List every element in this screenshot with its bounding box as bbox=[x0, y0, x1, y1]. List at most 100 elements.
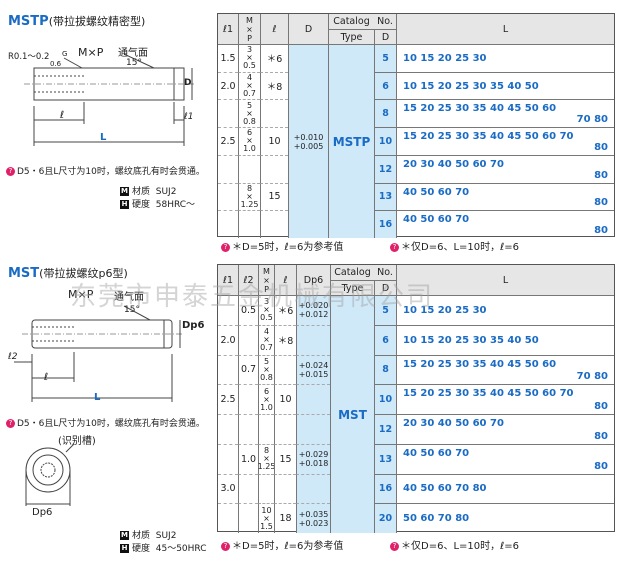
cell-l1 bbox=[218, 443, 238, 474]
cell-l2: 0.7 bbox=[238, 354, 258, 385]
col-header-catalog: Catalog bbox=[328, 14, 374, 29]
l-values: 10 15 20 25 30 bbox=[403, 304, 487, 316]
mstp-subtitle: (带拉拔螺纹精密型) bbox=[48, 15, 146, 28]
col-header-l1: ℓ1 bbox=[218, 265, 238, 295]
cell-mp: 6 × 1.0 bbox=[238, 127, 260, 155]
cell-mp: 5 × 0.8 bbox=[238, 99, 260, 128]
type-cell: MSTP bbox=[328, 44, 374, 238]
cell-mp bbox=[258, 473, 274, 504]
l-values: 40 50 60 70 bbox=[403, 214, 470, 226]
l-values-extra: 80 bbox=[594, 197, 608, 209]
cell-mp: 3 × 0.5 bbox=[238, 44, 260, 72]
col-header-l1: ℓ1 bbox=[218, 14, 238, 44]
cell-mp: 10 × 1.5 bbox=[258, 503, 274, 533]
mst-note-text: D5・6且L尺寸为10时，螺纹底孔有时会贯通。 bbox=[17, 419, 205, 429]
cell-l1 bbox=[218, 414, 238, 444]
mst-l-label: ℓ bbox=[44, 372, 49, 383]
mstp-note-text: D5・6且L尺寸为10时，螺纹底孔有时会贯通。 bbox=[17, 167, 205, 177]
type-cell: MST bbox=[330, 295, 374, 533]
cell-l: ＊8 bbox=[274, 324, 296, 355]
mstp-heading: MSTP(带拉拔螺纹精密型) bbox=[8, 10, 145, 29]
warning-icon: ? bbox=[221, 242, 230, 252]
l-values-extra: 80 bbox=[594, 401, 608, 412]
l-values-extra: 80 bbox=[594, 430, 608, 442]
mstp-hardness-label: 硬度 bbox=[132, 200, 151, 210]
mstp-vent-label: 通气面 bbox=[118, 48, 148, 59]
cell-d: 6 bbox=[374, 71, 396, 100]
cell-l bbox=[260, 210, 288, 238]
col-header-dcol: D bbox=[374, 280, 396, 295]
mstp-chamfer-label: 15° bbox=[126, 58, 142, 68]
cell-l1: 1.5 bbox=[218, 44, 238, 72]
l-values: 40 50 60 70 80 bbox=[403, 483, 487, 495]
warning-icon: ? bbox=[390, 541, 399, 551]
col-header-l2: ℓ2 bbox=[238, 265, 258, 295]
cell-mp: 6 × 1.0 bbox=[258, 384, 274, 414]
l-values: 10 15 20 25 30 bbox=[403, 52, 487, 64]
cell-d: 5 bbox=[374, 295, 396, 325]
mst-footer-a-text: ＊D=5时，ℓ=6为参考值 bbox=[232, 541, 344, 552]
mstp-L-label: L bbox=[100, 132, 107, 143]
cell-l bbox=[274, 473, 296, 504]
cell-d: 10 bbox=[374, 384, 396, 414]
cell-d: 12 bbox=[374, 154, 396, 183]
material-icon: M bbox=[120, 531, 129, 540]
cell-l1: 2.5 bbox=[218, 127, 238, 155]
col-header-L: L bbox=[396, 14, 614, 44]
cell-d: 8 bbox=[374, 354, 396, 385]
cell-l1: 2.0 bbox=[218, 324, 238, 355]
mstp-footer-a: ?＊D=5时，ℓ=6为参考值 bbox=[221, 238, 343, 253]
cell-mp bbox=[238, 210, 260, 238]
cell-L: 40 50 60 70 80 bbox=[396, 473, 614, 504]
cell-l1 bbox=[218, 154, 238, 183]
cell-tolerance bbox=[296, 414, 330, 444]
l-values: 15 20 25 30 35 40 45 50 60 bbox=[403, 358, 557, 370]
cell-l1 bbox=[218, 182, 238, 211]
cell-tolerance: +0.035 +0.023 bbox=[296, 503, 330, 533]
mstp-hardness-value: 58HRC～ bbox=[155, 200, 196, 210]
cell-mp bbox=[258, 414, 274, 444]
mst-title: MST bbox=[8, 266, 40, 281]
cell-mp: 4 × 0.7 bbox=[258, 324, 274, 355]
cell-l bbox=[260, 99, 288, 128]
mst-diagram bbox=[14, 305, 182, 402]
watermark: 东莞市申泰五金机械有限公司 bbox=[70, 282, 435, 312]
cell-d: 20 bbox=[374, 503, 396, 533]
cell-mp bbox=[238, 154, 260, 183]
cell-L: 10 15 20 25 30 35 40 50 bbox=[396, 324, 614, 355]
mstp-g-label: G bbox=[62, 50, 68, 58]
cell-mp: 5 × 0.8 bbox=[258, 354, 274, 385]
warning-icon: ? bbox=[6, 167, 15, 176]
cell-l2: 1.0 bbox=[238, 443, 258, 474]
cell-l2: 0.5 bbox=[238, 295, 258, 325]
cell-l2 bbox=[238, 324, 258, 355]
col-header-l: ℓ bbox=[274, 265, 296, 295]
col-header-catalog: Catalog bbox=[330, 265, 374, 280]
l-values: 50 60 70 80 bbox=[403, 513, 470, 525]
cell-mp: 3 × 0.5 bbox=[258, 295, 274, 325]
mstp-angle-label: 0.6 bbox=[50, 60, 62, 68]
cell-l2 bbox=[238, 473, 258, 504]
cell-mp: 8 × 1.25 bbox=[238, 182, 260, 211]
tolerance-cell: +0.010 +0.005 bbox=[288, 44, 328, 238]
l-values: 20 30 40 50 60 70 bbox=[403, 418, 504, 429]
col-header-d: Dp6 bbox=[296, 265, 330, 295]
l-values: 15 20 25 30 35 40 45 50 60 bbox=[403, 103, 557, 115]
cell-tolerance bbox=[296, 473, 330, 504]
cell-l: 10 bbox=[260, 127, 288, 155]
cell-l1: 3.0 bbox=[218, 473, 238, 504]
cell-mp: 8 × 1.25 bbox=[258, 443, 275, 474]
cell-tolerance: +0.029 +0.018 bbox=[296, 443, 330, 474]
mst-L-label: L bbox=[94, 392, 101, 403]
cell-L: 50 60 70 80 bbox=[396, 503, 614, 533]
